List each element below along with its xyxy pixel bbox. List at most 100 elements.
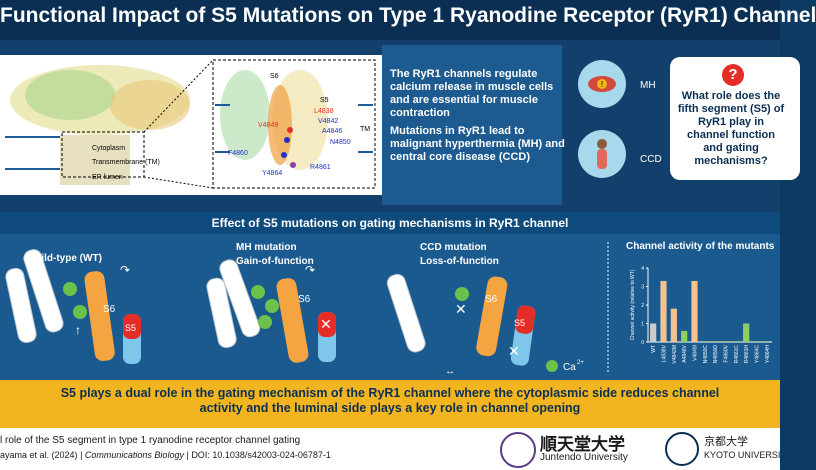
bar [732, 341, 739, 342]
residue-label: F4860 [228, 150, 248, 157]
mh-panel-title: MH mutation [236, 242, 297, 253]
mh-muscle-icon: ! [578, 60, 626, 108]
x-tick-label: R4861C [734, 345, 740, 364]
ccd-label: CCD [640, 154, 662, 165]
full-channel-figure: Cytoplasm Transmembrane (TM) ER lumen [5, 65, 190, 185]
intro-paragraph-1: The RyR1 channels regulate calcium relea… [390, 68, 554, 119]
diagram-area: ↑ S6 S5 ↷ S6 ✕ ↷ ✕ S6 S5 [0, 234, 780, 380]
y-axis-label: Channel activity (relative to WT) [630, 269, 636, 340]
s5-zoom-figure: S6 S5 TM L4838 V4842 A4846 V4849 N4850 F… [143, 59, 376, 189]
x-tick-label: L4838V [662, 344, 668, 362]
juntendo-name-jp: 順天堂大学 [540, 435, 625, 454]
arrow-band [382, 45, 562, 205]
y-tick-label: 0 [641, 340, 644, 346]
bar [701, 341, 708, 342]
residue-label: V4842 [318, 118, 338, 125]
y-tick-label: 3 [641, 285, 644, 291]
residue-label: V4849 [258, 122, 278, 129]
ccd-panel-subtitle: Loss-of-function [420, 256, 499, 267]
question-icon: ? [722, 64, 744, 86]
summary-band [0, 380, 780, 428]
svg-text:✕: ✕ [320, 316, 332, 332]
bar [670, 308, 677, 342]
juntendo-seal-icon [500, 432, 536, 468]
question-text: What role does the fifth segment (S5) of… [677, 90, 785, 167]
wt-panel-title: Wild-type (WT) [32, 253, 102, 264]
kyoto-seal-icon [665, 432, 699, 466]
x-tick-label: V4849I [693, 345, 699, 361]
citation-line: ayama et al. (2024) | Communications Bio… [0, 450, 331, 460]
s6-label: S6 [103, 304, 116, 315]
helix-label-tm: TM [360, 126, 370, 133]
structure-card: Cytoplasm Transmembrane (TM) ER lumen S6… [0, 55, 382, 195]
ccd-person-icon [578, 130, 626, 178]
mh-panel: S6 ✕ ↷ [206, 259, 336, 363]
s6-label: S6 [485, 294, 498, 305]
compartment-label: ER lumen [92, 174, 123, 181]
helix-label-s5: S5 [320, 97, 329, 104]
bar [650, 323, 657, 342]
x-tick-label: A4846V [682, 344, 688, 362]
citation-separator: | [80, 450, 85, 460]
bar [743, 323, 750, 342]
intro-paragraph-2: Mutations in RyR1 lead to malignant hype… [390, 125, 565, 163]
svg-text:!: ! [601, 80, 603, 89]
bar [691, 280, 698, 342]
citation-title: l role of the S5 segment in type 1 ryano… [0, 435, 301, 446]
bar [763, 341, 770, 342]
calcium-ion-icon [546, 360, 558, 372]
residue-label: R4861 [310, 164, 331, 171]
ryr1-structure-figure: Cytoplasm Transmembrane (TM) ER lumen S6… [5, 59, 376, 189]
summary-text: S5 plays a dual role in the gating mecha… [60, 386, 720, 415]
x-tick-label: Y4864H [765, 345, 771, 363]
gating-diagrams: ↑ S6 S5 ↷ S6 ✕ ↷ ✕ S6 S5 [5, 242, 609, 377]
residue-label: L4838 [314, 108, 334, 115]
citation-doi[interactable]: DOI: 10.1038/s42003-024-06787-1 [191, 450, 331, 460]
svg-text:↷: ↷ [120, 263, 130, 277]
x-tick-label: F4860V [724, 344, 730, 362]
wt-panel: ↑ S6 S5 ↷ [5, 249, 141, 364]
title-bar [0, 0, 780, 40]
page-title: Functional Impact of S5 Mutations on Typ… [0, 4, 816, 27]
svg-text:✕: ✕ [455, 301, 467, 317]
ccd-panel: ✕ S6 S5 ✕ ↔ Ca 2+ [386, 273, 584, 377]
bar [660, 280, 667, 342]
chart-title: Channel activity of the mutants [626, 241, 775, 252]
kyoto-name-en: KYOTO UNIVERSI [704, 450, 781, 460]
y-tick-label: 2 [641, 303, 644, 309]
footer [0, 428, 780, 470]
y-tick-label: 1 [641, 322, 644, 328]
helix-label-s6: S6 [270, 73, 279, 80]
svg-text:✕: ✕ [508, 343, 520, 359]
bar [753, 341, 760, 342]
svg-text:↷: ↷ [305, 263, 315, 277]
residue-label: Y4864 [262, 170, 282, 177]
y-tick-label: 4 [641, 266, 644, 272]
x-tick-label: V4842M [672, 345, 678, 364]
citation-separator: | [186, 450, 192, 460]
svg-text:↔: ↔ [445, 366, 455, 377]
juntendo-name-en: Juntendo University [540, 452, 628, 463]
x-tick-label: WT [651, 345, 657, 353]
citation-journal: Communications Biology [84, 450, 184, 460]
mh-panel-subtitle: Gain-of-function [236, 256, 314, 267]
kyoto-name-jp: 京都大学 [704, 436, 748, 448]
x-tick-label: Y4864C [755, 345, 761, 363]
x-tick-label: R4861H [744, 345, 750, 364]
effect-title: Effect of S5 mutations on gating mechani… [211, 216, 569, 230]
compartment-label: Transmembrane (TM) [92, 159, 160, 166]
s6-label: S6 [298, 294, 311, 305]
s5-label: S5 [125, 323, 136, 333]
calcium-legend-label: Ca [563, 362, 576, 373]
mh-label: MH [640, 80, 656, 91]
compartment-label: Cytoplasm [92, 145, 125, 152]
s5-label: S5 [514, 318, 525, 328]
bar [681, 330, 688, 342]
ccd-panel-title: CCD mutation [420, 242, 487, 253]
svg-text:↑: ↑ [75, 323, 81, 337]
bar [722, 341, 729, 342]
effect-header-bar [0, 212, 780, 234]
bar [712, 341, 719, 342]
residue-label: N4850 [330, 139, 351, 146]
